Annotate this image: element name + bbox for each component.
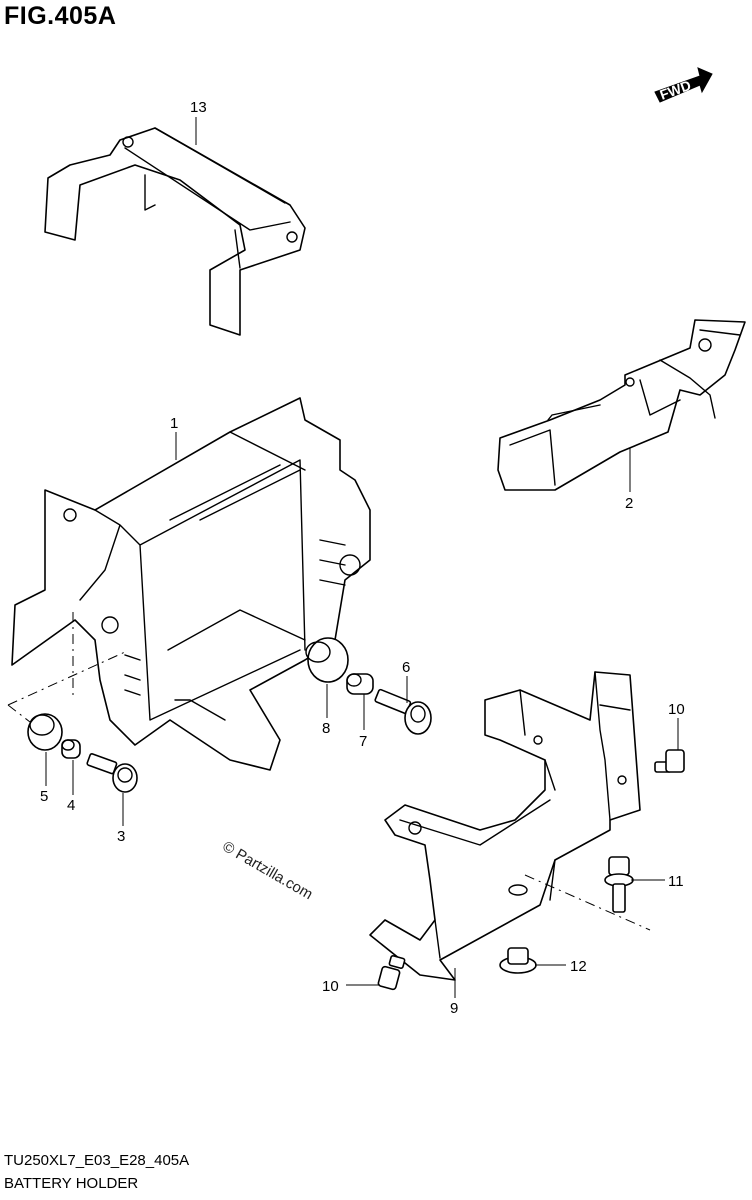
callout-10-lower: 10 [322,978,339,995]
callout-8: 8 [322,720,330,737]
callout-12: 12 [570,958,587,975]
callout-9: 9 [450,1000,458,1017]
part-2-bracket [497,319,746,491]
part-4-collar [61,739,81,759]
part-8-grommet [305,637,349,683]
part-12-nut [499,947,537,974]
part-5-grommet [27,713,63,751]
part-13-cover [44,127,306,336]
part-10-screw-upper [654,749,685,773]
callout-4: 4 [67,797,75,814]
callout-3: 3 [117,828,125,845]
callout-2: 2 [625,495,633,512]
part-6-bolt [374,688,432,735]
figure-title: FIG.405A [4,2,117,30]
callout-5: 5 [40,788,48,805]
callout-7: 7 [359,733,367,750]
figure-name: BATTERY HOLDER [4,1175,139,1192]
part-7-collar [346,673,374,695]
part-11-bolt [604,856,634,913]
fwd-arrow-icon: FWD [654,67,713,103]
callout-13: 13 [190,99,207,116]
figure-code: TU250XL7_E03_E28_405A [4,1152,190,1169]
callout-6: 6 [402,659,410,676]
callout-10-upper: 10 [668,701,685,718]
part-10-screw-lower [377,955,406,991]
callout-11: 11 [668,873,684,890]
part-3-bolt [86,753,138,793]
part-9-bracket [369,671,641,981]
part-1-battery-box [11,397,371,771]
fwd-label: FWD [658,77,693,103]
callout-1: 1 [170,415,178,432]
leader-lines [45,117,679,998]
